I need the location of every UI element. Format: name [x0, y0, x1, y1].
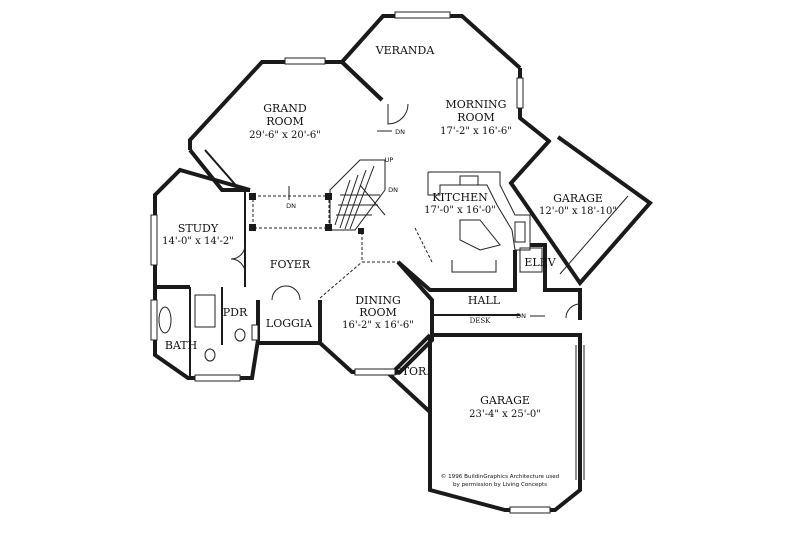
- bath-tub: [158, 306, 172, 334]
- grand-room-wall: [188, 60, 384, 150]
- kitchen-dims: 17'-0" x 16'-0": [424, 205, 496, 216]
- dn-mark-stair: DN: [388, 186, 398, 194]
- bath-vanity: [194, 294, 216, 328]
- column: [249, 224, 256, 231]
- kitchen-island: [459, 219, 501, 251]
- grand-room-window-bay: [204, 149, 241, 191]
- grand-room-label-line2: ROOM: [266, 115, 304, 128]
- column: [358, 228, 364, 234]
- large-garage-label: GARAGE: [480, 394, 530, 407]
- breakfast-bar: [451, 260, 497, 273]
- window: [194, 374, 241, 382]
- large-garage-wall: [428, 333, 582, 512]
- stair-marks: DN UP DN DN DN: [286, 128, 545, 320]
- stair: [329, 159, 386, 231]
- interior-details: [158, 103, 629, 480]
- small-garage-label: GARAGE: [553, 192, 603, 205]
- small-garage-dims: 12'-0" x 18'-10": [539, 206, 617, 217]
- hall-door: [565, 303, 581, 319]
- loggia-label: LOGGIA: [266, 317, 313, 330]
- pdr-toilet: [234, 328, 246, 342]
- foyer-dining-opening: [319, 261, 363, 299]
- credit: © 1996 BuildinGraphics Architecture used…: [441, 473, 560, 488]
- dining-room-label-line2: ROOM: [359, 306, 397, 319]
- veranda-label: VERANDA: [375, 44, 436, 57]
- veranda-wall: [340, 14, 522, 70]
- column: [325, 224, 332, 231]
- morning-room-dims: 17'-2" x 16'-6": [440, 126, 512, 137]
- pdr-label: PDR: [223, 306, 248, 319]
- foyer-opening-outline: [252, 195, 330, 229]
- room-labels: VERANDA GRAND ROOM 29'-6" x 20'-6" MORNI…: [162, 44, 617, 420]
- dn-mark-foyer: DN: [286, 202, 296, 210]
- dn-mark-hall: DN: [516, 312, 526, 320]
- large-garage-dims: 23'-4" x 25'-0": [469, 409, 541, 420]
- foyer-label: FOYER: [270, 258, 311, 271]
- study-dims: 14'-0" x 14'-2": [162, 236, 234, 247]
- bath-toilet: [204, 348, 216, 362]
- cooktop: [514, 221, 526, 243]
- hall-label: HALL: [468, 294, 501, 307]
- window: [354, 368, 396, 376]
- grand-room-dims: 29'-6" x 20'-6": [249, 130, 321, 141]
- small-garage-door-track: [559, 195, 629, 275]
- dining-room-dims: 16'-2" x 16'-6": [342, 320, 414, 331]
- veranda-door: [387, 103, 409, 125]
- up-mark-stair: UP: [385, 156, 394, 164]
- dining-room-label-line1: DINING: [355, 294, 401, 307]
- morning-room-label-line1: MORNING: [446, 98, 507, 111]
- window: [150, 299, 158, 341]
- morning-room-wall: [518, 68, 552, 144]
- loggia-doors: [271, 285, 301, 301]
- loggia-wall: [256, 300, 322, 345]
- credit-line-1: © 1996 BuildinGraphics Architecture used: [441, 473, 560, 480]
- bath-label: BATH: [165, 339, 197, 352]
- credit-line-2: by permission by Living Concepts: [453, 482, 547, 488]
- window: [284, 57, 326, 65]
- window: [509, 506, 551, 514]
- study-doors: [230, 244, 246, 274]
- grand-room-label-line1: GRAND: [263, 102, 307, 115]
- window: [516, 77, 524, 109]
- study-label: STUDY: [178, 222, 219, 235]
- kitchen-label: KITCHEN: [432, 191, 488, 204]
- grand-room-left-wall: [188, 148, 250, 192]
- morning-room-label-line2: ROOM: [457, 111, 495, 124]
- column: [249, 193, 256, 200]
- stor-label: STOR.: [394, 365, 430, 378]
- dining-room-wall: [318, 260, 434, 374]
- window: [251, 324, 259, 341]
- elevator-shaft: [519, 247, 543, 273]
- kitchen-wall: [396, 250, 517, 292]
- window: [150, 214, 158, 266]
- kitchen-sink: [459, 175, 479, 186]
- hall-wall: [515, 243, 582, 320]
- window: [394, 11, 451, 19]
- dn-mark-grand-room: DN: [395, 128, 405, 136]
- windows: [150, 11, 551, 514]
- column: [325, 193, 332, 200]
- small-garage-wall: [508, 135, 653, 287]
- kitchen-opening: [414, 227, 433, 263]
- study-wall: [153, 167, 251, 289]
- desk-label: DESK: [470, 317, 492, 325]
- elev-label: ELEV: [524, 256, 556, 269]
